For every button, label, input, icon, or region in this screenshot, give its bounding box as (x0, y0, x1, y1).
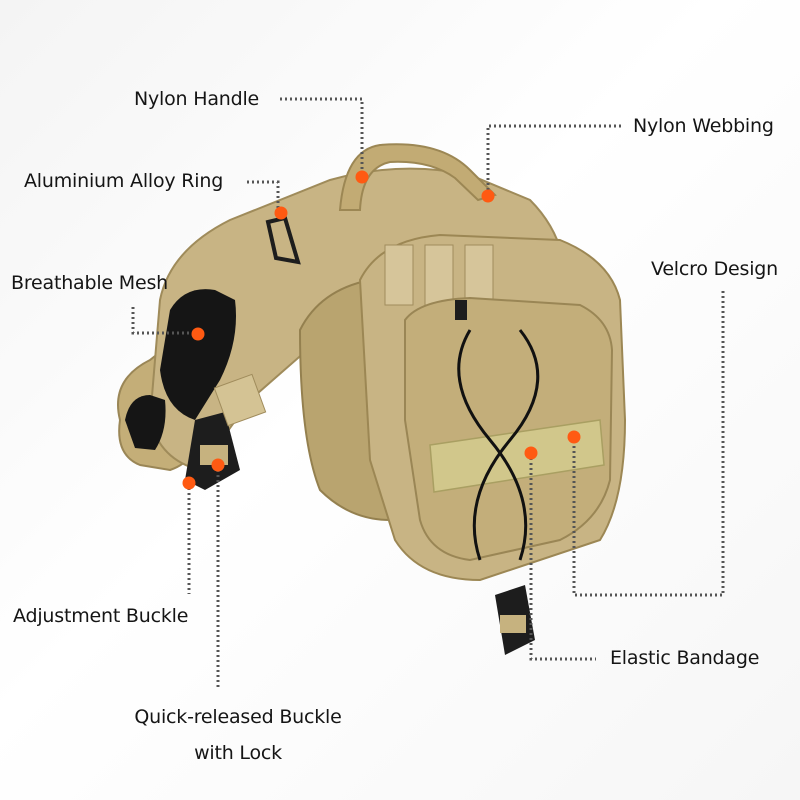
callout-label-quick-released-buckle-line2: with Lock (194, 742, 282, 764)
callout-label-quick-released-buckle: Quick-released Buckle with Lock (128, 708, 348, 763)
callout-label-breathable-mesh: Breathable Mesh (11, 272, 168, 294)
callout-dot-aluminium-alloy-ring (274, 206, 288, 220)
callout-label-velcro-design: Velcro Design (651, 258, 778, 280)
callout-label-nylon-webbing: Nylon Webbing (633, 115, 774, 137)
callout-dot-nylon-webbing (481, 189, 495, 203)
callout-label-quick-released-buckle-line1: Quick-released Buckle (134, 706, 342, 728)
callout-label-nylon-handle: Nylon Handle (134, 88, 260, 110)
callout-dot-breathable-mesh (191, 327, 205, 341)
callout-label-aluminium-alloy-ring: Aluminium Alloy Ring (24, 170, 224, 192)
callout-label-elastic-bandage: Elastic Bandage (610, 647, 760, 669)
callout-dot-nylon-handle (355, 170, 369, 184)
callout-label-adjustment-buckle: Adjustment Buckle (13, 605, 189, 627)
callout-dot-adjustment-buckle (182, 476, 196, 490)
callout-dot-velcro-design (567, 430, 581, 444)
callout-dot-elastic-bandage (524, 446, 538, 460)
callout-dot-quick-released-buckle (211, 458, 225, 472)
